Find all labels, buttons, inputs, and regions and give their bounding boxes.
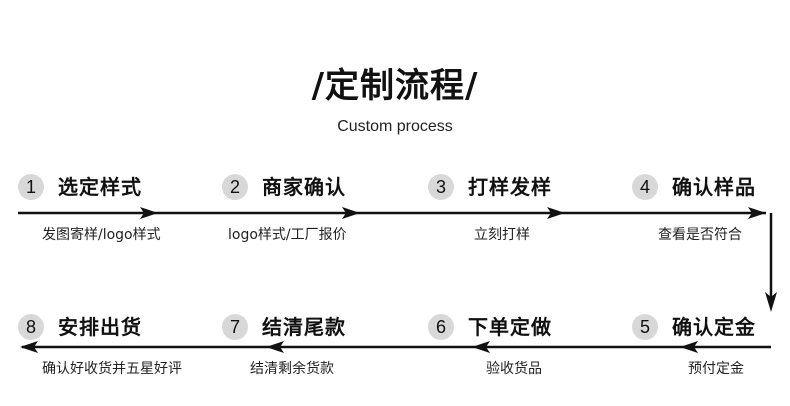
step-label: 选定样式 xyxy=(58,175,142,199)
step-label: 确认样品 xyxy=(672,175,756,199)
step-8-desc: 确认好收货并五星好评 xyxy=(42,361,182,377)
arrow-head-end xyxy=(20,341,38,353)
step-5: 5 确认定金 xyxy=(632,313,756,341)
arrow-head-step8 xyxy=(266,341,284,353)
arrow-head-down xyxy=(765,292,777,312)
arrow-head-step4 xyxy=(547,207,565,219)
arrow-head-step3 xyxy=(342,207,360,219)
arrow-head-step2 xyxy=(140,207,158,219)
step-number-badge: 8 xyxy=(18,314,44,340)
step-7-desc: 结清剩余货款 xyxy=(250,361,334,377)
step-number-badge: 1 xyxy=(18,174,44,200)
step-3: 3 打样发样 xyxy=(428,173,552,201)
step-2: 2 商家确认 xyxy=(222,173,346,201)
step-number-badge: 6 xyxy=(428,314,454,340)
step-2-desc: logo样式/工厂报价 xyxy=(228,227,347,243)
step-6: 6 下单定做 xyxy=(428,313,552,341)
step-8: 8 安排出货 xyxy=(18,313,142,341)
step-label: 结清尾款 xyxy=(262,315,346,339)
step-6-desc: 验收货品 xyxy=(486,361,542,377)
step-label: 确认定金 xyxy=(672,315,756,339)
step-5-desc: 预付定金 xyxy=(688,361,744,377)
arrow-head-step7 xyxy=(472,341,490,353)
page-title: /定制流程/ xyxy=(311,66,479,106)
step-4: 4 确认样品 xyxy=(632,173,756,201)
step-1: 1 选定样式 xyxy=(18,173,142,201)
step-label: 下单定做 xyxy=(468,315,552,339)
arrow-head-corner xyxy=(748,207,766,219)
page-subtitle: Custom process xyxy=(337,118,453,135)
step-label: 商家确认 xyxy=(262,175,346,199)
step-3-desc: 立刻打样 xyxy=(474,227,530,243)
step-number-badge: 4 xyxy=(632,174,658,200)
step-label: 安排出货 xyxy=(58,315,142,339)
step-7: 7 结清尾款 xyxy=(222,313,346,341)
step-number-badge: 7 xyxy=(222,314,248,340)
arrow-head-step6 xyxy=(680,341,698,353)
step-label: 打样发样 xyxy=(468,175,552,199)
step-4-desc: 查看是否符合 xyxy=(658,227,742,243)
step-number-badge: 3 xyxy=(428,174,454,200)
step-1-desc: 发图寄样/logo样式 xyxy=(42,227,161,243)
step-number-badge: 2 xyxy=(222,174,248,200)
step-number-badge: 5 xyxy=(632,314,658,340)
